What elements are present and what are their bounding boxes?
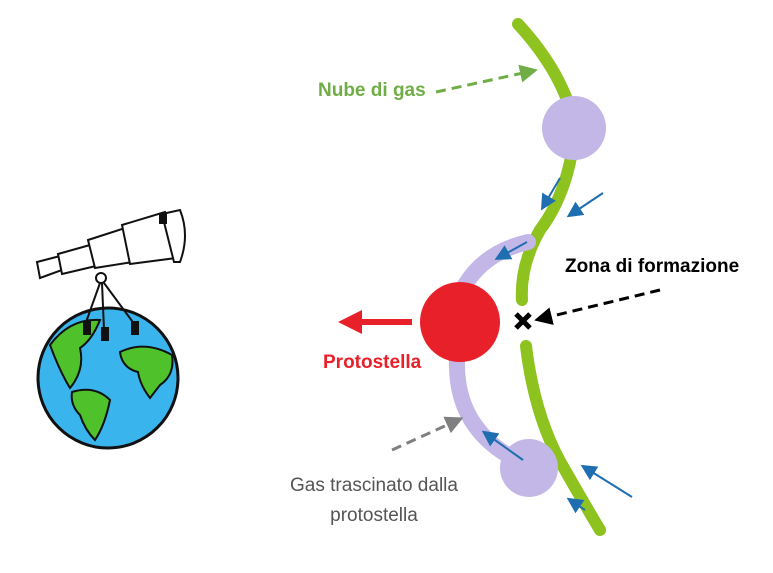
cloud-pointer	[435, 64, 538, 94]
protostar	[420, 282, 500, 362]
formation-zone-marker-icon	[514, 312, 532, 330]
flow-arrow	[566, 192, 604, 218]
dragged-gas-pointer	[391, 416, 464, 452]
flow-arrow	[566, 497, 586, 514]
gas-cloud-filament	[512, 18, 606, 536]
cloud-label: Nube di gas	[318, 80, 426, 101]
flow-arrow	[540, 177, 561, 211]
gas-clump-top	[542, 96, 606, 160]
flow-arrow	[494, 241, 528, 260]
dragged-gas-label-line2: protostella	[330, 505, 418, 526]
telescope-icon	[35, 208, 186, 341]
flow-arrow	[580, 464, 633, 498]
dragged-gas-label-line1: Gas trascinato dalla	[290, 475, 458, 496]
dragged-gas-label: Gas trascinato dalla protostella	[276, 471, 472, 531]
earth-icon	[36, 306, 180, 450]
flow-arrow	[481, 430, 524, 461]
protostar-label: Protostella	[323, 352, 422, 373]
formation-zone-label: Zona di formazione	[565, 256, 740, 277]
gas-clump-bottom	[500, 439, 558, 497]
flow-arrows	[481, 177, 633, 514]
formation-zone-pointer	[534, 288, 661, 325]
